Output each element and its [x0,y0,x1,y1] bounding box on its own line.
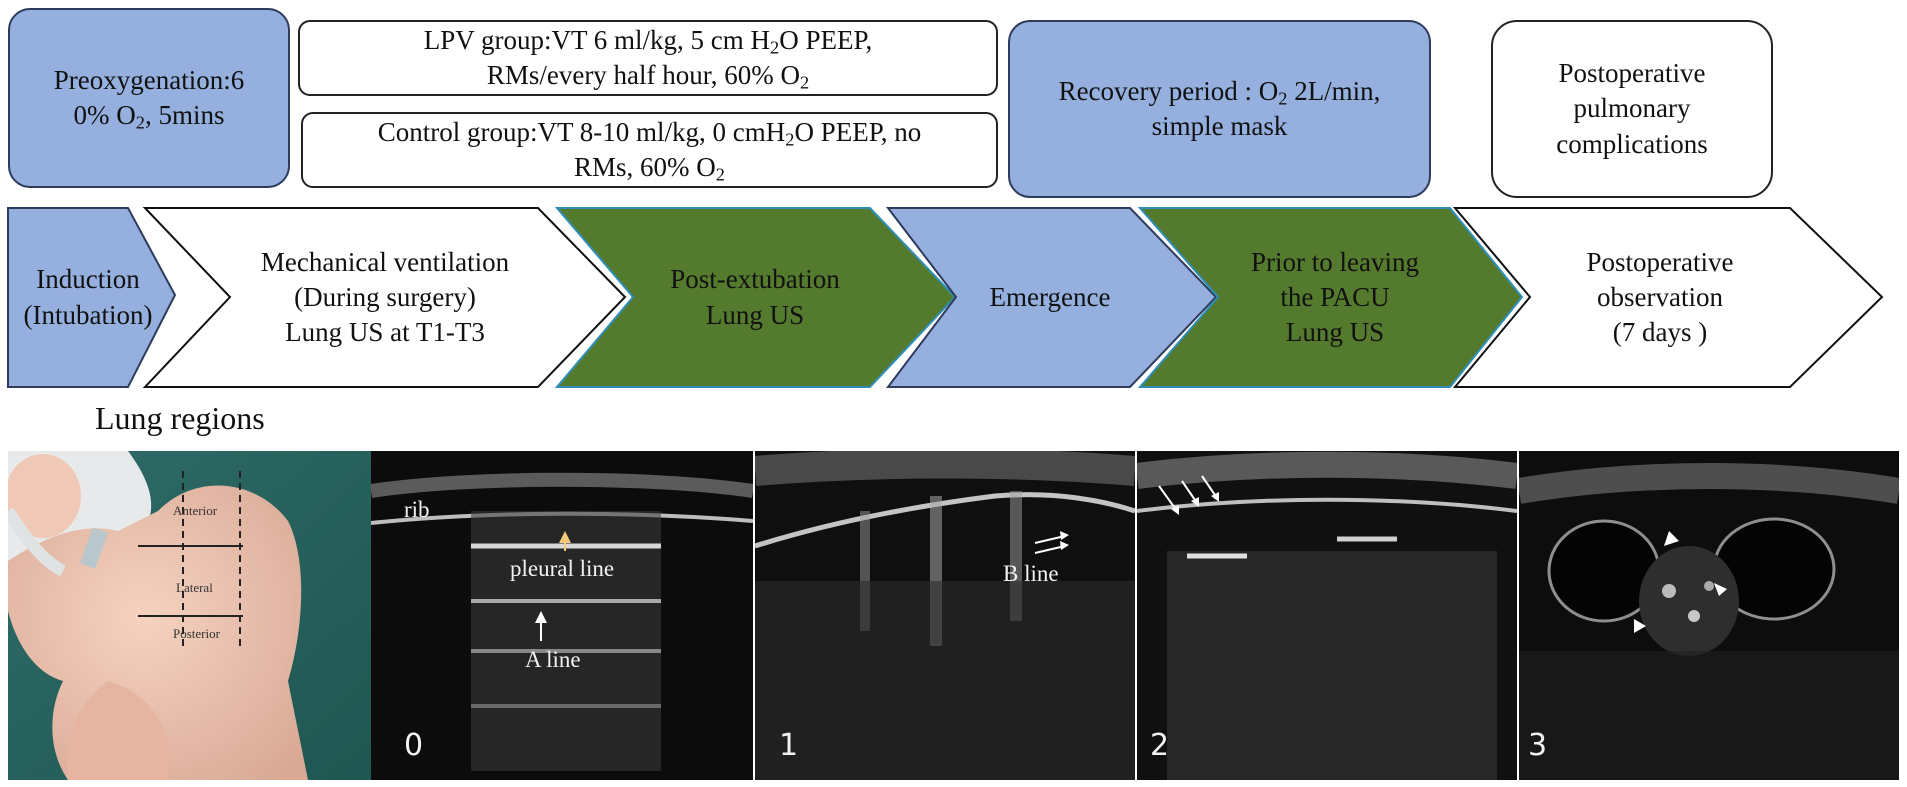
panel-3-number: 3 [1528,728,1548,763]
region-posterior-label: Posterior [173,626,220,641]
step-pacu: Prior to leaving the PACU Lung US [1200,205,1470,390]
ultrasound-panel-1 [755,451,1135,780]
ppc-line3: complications [1556,128,1708,159]
step-pacu-line2: the PACU [1280,281,1390,312]
step-mechanical-shape [142,207,627,388]
step-emergence-line1: Emergence [989,281,1111,312]
region-lateral-label: Lateral [176,580,213,595]
ultrasound-panel-0 [371,451,753,780]
panel-1-number: 1 [779,728,799,763]
step-emergence-shape [885,207,1218,388]
step-induction: Induction (Intubation) [8,205,168,390]
step-emergence: Emergence [950,205,1150,390]
step-pacu-line3: Lung US [1285,317,1385,348]
control-group-box: Control group:VT 8-10 ml/kg, 0 cmH2O PEE… [301,112,998,188]
step-mechanical-line3: Lung US at T1-T3 [285,317,485,348]
ultrasound-panel-2 [1137,451,1517,780]
ultrasound-panel-3 [1519,451,1899,780]
step-mechanical-line1: Mechanical ventilation [260,246,510,277]
preoxygenation-line1: Preoxygenation:6 [53,64,245,95]
b-line-label: B line [1003,561,1059,586]
recovery-line1: Recovery period : O2 2L/min, [1058,75,1381,109]
lpv-line1: LPV group:VT 6 ml/kg, 5 cm H2O PEEP, [423,24,873,58]
lung-regions-label: Lung regions [95,400,265,436]
preoxygenation-box: Preoxygenation:6 0% O2, 5mins [8,8,290,188]
step-pacu-shape [1137,207,1524,388]
step-observation-shape [1452,207,1884,388]
step-postextubation-shape [554,207,957,388]
panel-2-number: 2 [1150,728,1170,763]
lpv-line2: RMs/every half hour, 60% O2 [486,60,810,93]
step-mechanical: Mechanical ventilation (During surgery) Lu… [220,205,550,390]
step-observation-line2: observation [1597,281,1723,312]
patient-photo [8,451,371,780]
step-observation: Postoperative observation (7 days ) [1520,205,1800,390]
pleural-line-label: pleural line [510,556,615,581]
control-line2: RMs, 60% O2 [574,152,725,185]
preoxygenation-line2: 0% O2, 5mins [73,100,225,133]
lpv-group-box: LPV group:VT 6 ml/kg, 5 cm H2O PEEP, RMs… [298,20,998,96]
recovery-period-box: Recovery period : O2 2L/min, simple mask [1008,20,1431,198]
step-postextubation-line2: Lung US [705,299,805,330]
recovery-line2: simple mask [1151,111,1288,141]
ppc-line1: Postoperative [1558,58,1706,89]
step-observation-line1: Postoperative [1586,246,1734,277]
step-induction-line2: (Intubation) [23,299,153,330]
step-mechanical-line2: (During surgery) [294,281,476,312]
region-anterior-label: Anterior [173,503,218,518]
step-pacu-line1: Prior to leaving [1251,246,1419,277]
rib-label: rib [404,497,430,522]
control-line1: Control group:VT 8-10 ml/kg, 0 cmH2O PEE… [377,116,922,150]
step-induction-shape [7,207,177,388]
timeline-flow [7,207,1884,388]
ppc-box: Postoperative pulmonary complications [1491,20,1773,198]
a-line-label: A line [525,647,581,672]
step-observation-line3: (7 days ) [1612,317,1708,348]
step-postextubation-line1: Post-extubation [670,264,840,295]
step-induction-line1: Induction [36,264,140,295]
ppc-line2: pulmonary [1573,93,1691,124]
panel-0-number: 0 [404,728,424,763]
